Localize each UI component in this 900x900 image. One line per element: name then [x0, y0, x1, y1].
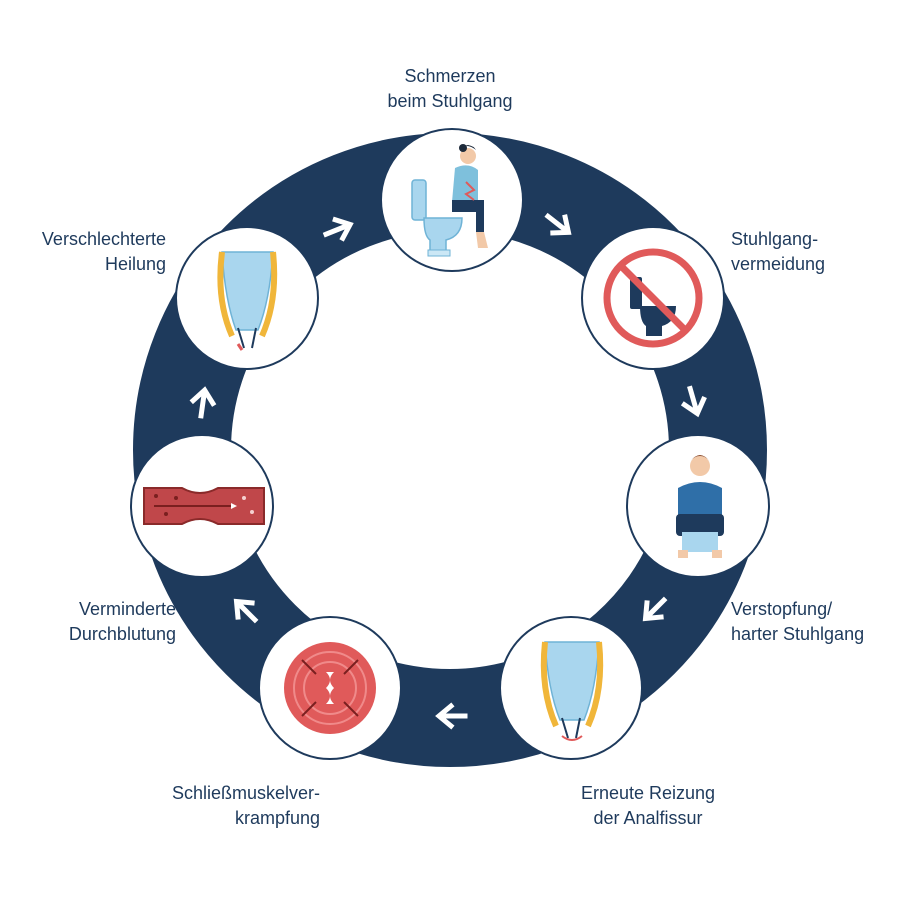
- label-line: Durchblutung: [68, 624, 176, 644]
- label-line: Verstopfung/: [731, 599, 833, 619]
- label-line: Stuhlgang-: [731, 229, 819, 249]
- label-line: beim Stuhlgang: [387, 91, 513, 111]
- step-label-schmerzen: Schmerzen beim Stuhlgang: [350, 64, 550, 114]
- step-node-heilung: [175, 226, 319, 370]
- label-line: Schmerzen: [404, 66, 496, 86]
- label-line: Heilung: [104, 254, 166, 274]
- label-line: Verschlechterte: [41, 229, 166, 249]
- left-arrow-icon: [435, 702, 468, 730]
- step-node-reizung: [499, 616, 643, 760]
- label-line: vermeidung: [731, 254, 826, 274]
- up-arrow-icon: [189, 386, 217, 419]
- no-toilet-icon: [603, 248, 703, 348]
- step-label-reizung: Erneute Reizung der Analfissur: [548, 781, 748, 831]
- step-label-verstopfung: Verstopfung/ harter Stuhlgang: [731, 597, 896, 647]
- step-node-verstopfung: [626, 434, 770, 578]
- down-right-arrow-icon: [680, 385, 707, 418]
- sphincter-spasm-icon: [284, 642, 376, 734]
- step-label-durchblutung: Verminderte Durchblutung: [10, 597, 176, 647]
- down-right-arrow-icon: [544, 212, 572, 236]
- label-line: der Analfissur: [593, 808, 703, 828]
- label-line: harter Stuhlgang: [731, 624, 865, 644]
- step-label-vermeidung: Stuhlgang- vermeidung: [731, 227, 891, 277]
- label-line: Schließmuskelver-: [171, 783, 320, 803]
- step-label-heilung: Verschlechterte Heilung: [10, 227, 166, 277]
- anal-fissure-icon: [540, 641, 604, 741]
- down-left-arrow-icon: [642, 596, 668, 622]
- label-line: Erneute Reizung: [580, 783, 716, 803]
- step-node-schmerzen: [380, 128, 524, 272]
- up-left-arrow-icon: [233, 598, 259, 624]
- step-node-krampf: [258, 616, 402, 760]
- label-line: Verminderte: [78, 599, 176, 619]
- step-node-durchblutung: [130, 434, 274, 578]
- narrowed-blood-vessel-icon: [143, 487, 265, 525]
- constipated-person-icon: [676, 455, 724, 558]
- step-node-vermeidung: [581, 226, 725, 370]
- right-arrow-icon: [322, 216, 354, 242]
- label-line: krampfung: [234, 808, 320, 828]
- step-label-krampf: Schließmuskelver- krampfung: [110, 781, 320, 831]
- anal-canal-fissure-icon: [217, 251, 278, 351]
- person-on-toilet-pain-icon: [411, 144, 488, 257]
